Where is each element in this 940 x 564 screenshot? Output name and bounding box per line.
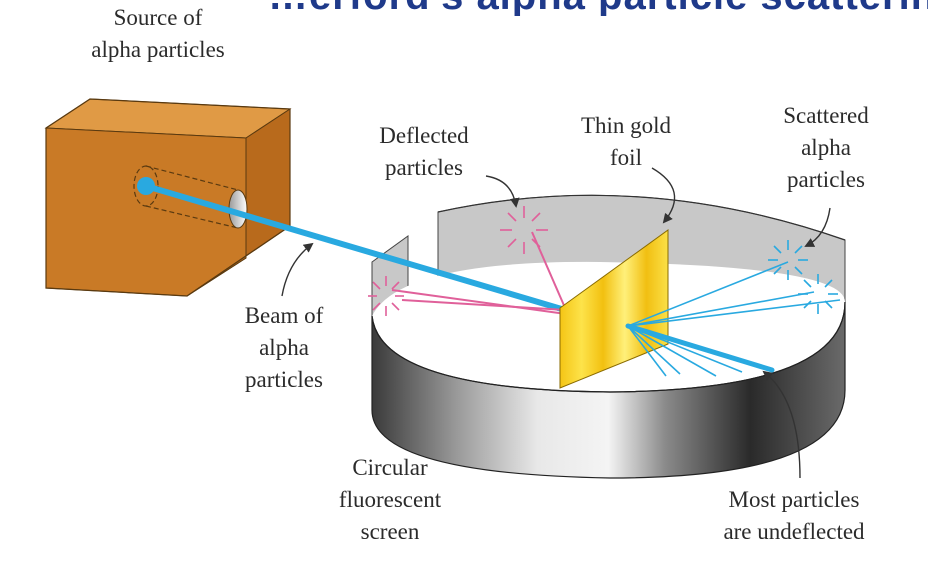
deflected-burst-left xyxy=(368,276,404,316)
alpha-source-dot xyxy=(137,177,155,195)
source-box-front xyxy=(45,127,247,297)
label-deflected: Deflected particles xyxy=(379,123,469,180)
label-screen: Circular fluorescent screen xyxy=(338,455,442,544)
arrow-beam xyxy=(281,242,314,297)
arrow-foil xyxy=(651,167,676,224)
label-undeflected: Most particles are undeflected xyxy=(723,487,865,544)
label-source: Source of alpha particles xyxy=(91,5,225,62)
arrow-deflected xyxy=(485,175,520,208)
undeflected-beam xyxy=(625,323,775,373)
deflected-burst-upper xyxy=(500,206,548,254)
gold-foil xyxy=(559,229,669,389)
leader-arrows xyxy=(281,167,831,479)
label-beam: Beam of alpha particles xyxy=(244,303,324,392)
label-gold-foil: Thin gold foil xyxy=(580,113,672,170)
scattered-burst-upper xyxy=(768,240,808,280)
label-scattered: Scattered alpha particles xyxy=(783,103,869,192)
arrow-undeflected xyxy=(762,370,801,479)
source-box xyxy=(44,98,292,297)
source-channel xyxy=(133,165,239,229)
arrow-scattered xyxy=(804,207,831,247)
page-heading-fragment: …erford's alpha particle scattering exp… xyxy=(268,0,928,16)
scattered-burst-lower xyxy=(798,274,838,314)
scattered-tracks xyxy=(627,261,841,377)
alpha-beam xyxy=(143,183,568,313)
